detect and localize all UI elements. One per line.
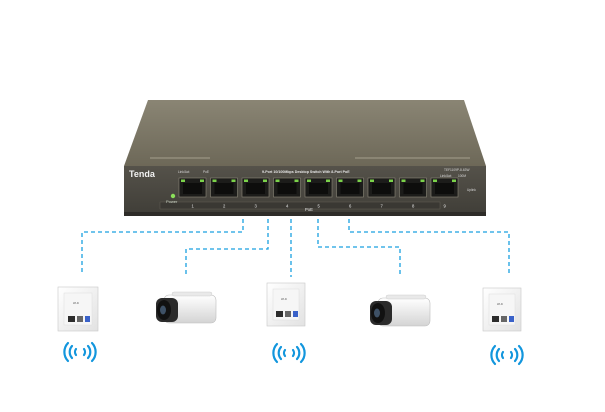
power-led [170,193,176,199]
port-number-label: 2 [223,204,226,209]
ethernet-port-2: 2 [210,177,238,209]
wifi-signal-icon [63,341,97,363]
port-led [370,179,374,182]
wifi-signal-icon [272,342,306,364]
poe-group-label: PoE [305,207,313,212]
port-led [338,179,343,182]
ethernet-port-4: 4 [273,177,301,209]
poe-switch: Tenda 9-Port 10/100Mbps Desktop Switch W… [124,100,486,216]
ethernet-port-3: 3 [241,177,270,209]
port-number-label: 6 [349,204,352,209]
port-number-label: 8 [412,204,415,209]
port-led [307,179,311,182]
port-number-label: 4 [286,204,289,209]
label-link-act: Link/Act [178,170,189,174]
ap-wifi-label: Wi-Fi [73,301,79,305]
port-led [294,179,299,182]
port-led [200,179,204,182]
label-right-speed: 100M [458,174,466,178]
port-led [389,179,393,182]
port-led [433,179,437,182]
port-number-label: 3 [255,204,258,209]
port-led [420,179,425,182]
ip-camera-2 [370,294,431,327]
switch-title: 9-Port 10/100Mbps Desktop Switch With 8-… [262,170,350,174]
port-led [263,179,267,182]
label-right-link: Link/Act [440,174,451,178]
port-number-label: 5 [318,204,321,209]
ethernet-port-8: 8 [399,177,427,209]
wall-access-point-1: Wi-Fi [57,286,99,332]
link-port3-camera1 [185,198,269,275]
ethernet-port-6: 6 [336,177,364,209]
ethernet-port-7: 7 [367,177,396,209]
port-led [401,179,406,182]
port-number-label: 1 [192,204,195,209]
wall-access-point-3: Wi-Fi [482,287,522,332]
port-led [275,179,280,182]
wall-access-point-2: Wi-Fi [266,282,306,327]
power-label: Power [166,199,178,204]
label-poe: PoE [203,170,209,174]
port-led [231,179,236,182]
model-label: TEF1109P-8-63W [444,168,469,172]
ap-wifi-label: Wi-Fi [497,302,503,306]
switch-ports: 1 2 3 4 5 6 7 8 9 [178,177,459,209]
port-led [244,179,248,182]
port-led [326,179,330,182]
port-number-label: 7 [381,204,384,209]
switch-top [124,100,486,166]
ip-camera-1 [156,291,217,324]
ethernet-port-5: 5 [304,177,333,209]
label-uplink: Uplink [467,188,476,192]
port-number-label: 9 [444,204,447,209]
port-led [357,179,362,182]
link-port5-camera2 [317,198,401,275]
ap-wifi-label: Wi-Fi [281,297,287,301]
port-led [452,179,456,182]
port-led [181,179,185,182]
wifi-signal-icon [490,344,524,366]
port-led [212,179,217,182]
ethernet-port-1: 1 [178,177,207,209]
brand-logo: Tenda [129,169,156,179]
ethernet-port-9: 9 [430,177,459,209]
